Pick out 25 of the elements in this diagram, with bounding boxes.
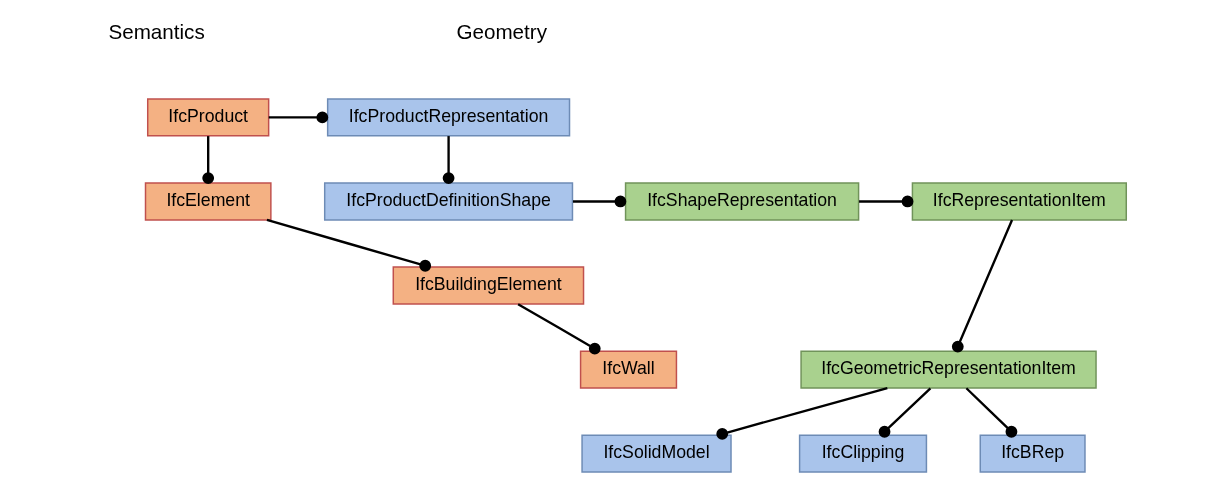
node-box: IfcSolidModel bbox=[581, 434, 732, 473]
node-box: IfcProductRepresentation bbox=[326, 97, 571, 137]
connector bbox=[442, 135, 455, 184]
node-box: IfcGeometricRepresentationItem bbox=[800, 349, 1097, 389]
connector bbox=[572, 195, 627, 207]
connector bbox=[859, 195, 914, 207]
connector bbox=[716, 386, 888, 440]
node-box: IfcProductDefinitionShape bbox=[323, 181, 574, 221]
node-box: IfcShapeRepresentation bbox=[624, 181, 860, 221]
node-box: IfcBRep bbox=[979, 434, 1086, 473]
label: Geometry bbox=[456, 19, 547, 43]
connector bbox=[517, 302, 601, 354]
node-box: IfcBuildingElement bbox=[392, 265, 585, 305]
node-box: IfcClipping bbox=[798, 434, 928, 473]
connector bbox=[951, 219, 1014, 352]
node-box: IfcWall bbox=[579, 349, 678, 389]
connector bbox=[878, 386, 932, 438]
node-box: IfcElement bbox=[144, 181, 272, 221]
connector bbox=[266, 218, 432, 272]
label: Semantics bbox=[108, 19, 205, 43]
connector bbox=[268, 111, 329, 123]
node-box: IfcRepresentationItem bbox=[911, 181, 1127, 221]
connector bbox=[965, 386, 1018, 438]
node-box: IfcProduct bbox=[147, 97, 270, 137]
connector bbox=[202, 135, 215, 184]
